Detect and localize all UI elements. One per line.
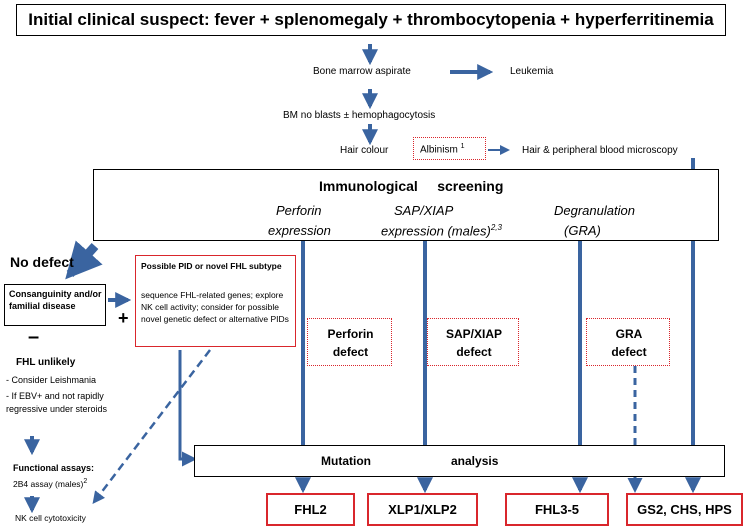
- perforin-expression-line2: expression: [268, 223, 331, 238]
- nk-cytotoxicity-label: NK cell cytotoxicity: [15, 513, 86, 523]
- sapxiap-defect-box: SAP/XIAP defect: [427, 318, 519, 366]
- albinism-ref: 1: [460, 143, 465, 150]
- degranulation-line1: Degranulation: [554, 203, 635, 218]
- outcome-xlp-label: XLP1/XLP2: [388, 502, 457, 517]
- perforin-defect-box: Perforin defect: [307, 318, 392, 366]
- plus-sign: +: [118, 308, 129, 328]
- mutation-analysis-text: Mutation analysis: [321, 454, 499, 468]
- consanguinity-text: Consanguinity and/or familial disease: [9, 289, 102, 311]
- if-ebv-text: - If EBV+ and not rapidly regressive und…: [6, 391, 108, 414]
- outcome-xlp: XLP1/XLP2: [367, 493, 478, 526]
- screening-title: Immunological screening: [319, 178, 504, 194]
- arrow-pid-to-nk: [92, 349, 211, 504]
- hair-microscopy-label: Hair & peripheral blood microscopy: [522, 145, 678, 156]
- arrow-pid-to-mutation: [178, 350, 197, 467]
- functional-assays-label: Functional assays:: [13, 463, 95, 473]
- sapxiap-ref: 2,3: [490, 223, 502, 232]
- sapxiap-line1: SAP/XIAP: [394, 203, 454, 218]
- bone-marrow-label: Bone marrow aspirate: [313, 66, 411, 77]
- assay-2b4: 2B4 assay (males): [13, 478, 84, 489]
- outcome-gs2-chs-hps: GS2, CHS, HPS: [626, 493, 743, 526]
- assay-2b4-ref: 2: [83, 478, 88, 485]
- pid-title: Possible PID or novel FHL subtype: [141, 261, 282, 271]
- no-defect-label: No defect: [10, 254, 74, 270]
- hair-colour-label: Hair colour: [340, 145, 389, 156]
- albinism-label: Albinism: [420, 144, 458, 156]
- sapxiap-line2: expression (males): [381, 223, 491, 239]
- albinism-box: Albinism 1: [413, 137, 486, 160]
- perforin-expression-line1: Perforin: [276, 203, 322, 218]
- outcome-fhl3-5-label: FHL3-5: [534, 502, 580, 517]
- sapxiap-defect-text: SAP/XIAP defect: [445, 327, 502, 359]
- outcome-fhl3-5: FHL3-5: [505, 493, 609, 526]
- consider-leishmania: - Consider Leishmania: [6, 375, 97, 385]
- consanguinity-box: Consanguinity and/or familial disease: [4, 284, 106, 326]
- degranulation-line2: (GRA): [564, 223, 601, 238]
- initial-suspect-text: Initial clinical suspect: fever + spleno…: [28, 10, 714, 29]
- bm-no-blasts-label: BM no blasts ± hemophagocytosis: [283, 110, 436, 121]
- mutation-analysis-box: Mutation analysis: [194, 445, 725, 477]
- pid-body: sequence FHL-related genes; explore NK c…: [141, 290, 289, 324]
- fhl-unlikely-label: FHL unlikely: [16, 357, 76, 368]
- possible-pid-box: Possible PID or novel FHL subtype sequen…: [135, 255, 296, 347]
- gra-defect-text: GRA defect: [611, 327, 647, 359]
- leukemia-label: Leukemia: [510, 66, 554, 77]
- perforin-defect-text: Perforin defect: [327, 327, 374, 359]
- minus-sign: –: [28, 326, 40, 348]
- arrow-no-defect: [65, 240, 103, 280]
- gra-defect-box: GRA defect: [586, 318, 670, 366]
- outcome-fhl2-label: FHL2: [294, 502, 327, 517]
- outcome-fhl2: FHL2: [266, 493, 355, 526]
- outcome-gs2-chs-hps-label: GS2, CHS, HPS: [637, 502, 732, 517]
- initial-suspect-box: Initial clinical suspect: fever + spleno…: [16, 4, 726, 36]
- immunological-screening-box: Immunological screening Perforin express…: [93, 169, 719, 241]
